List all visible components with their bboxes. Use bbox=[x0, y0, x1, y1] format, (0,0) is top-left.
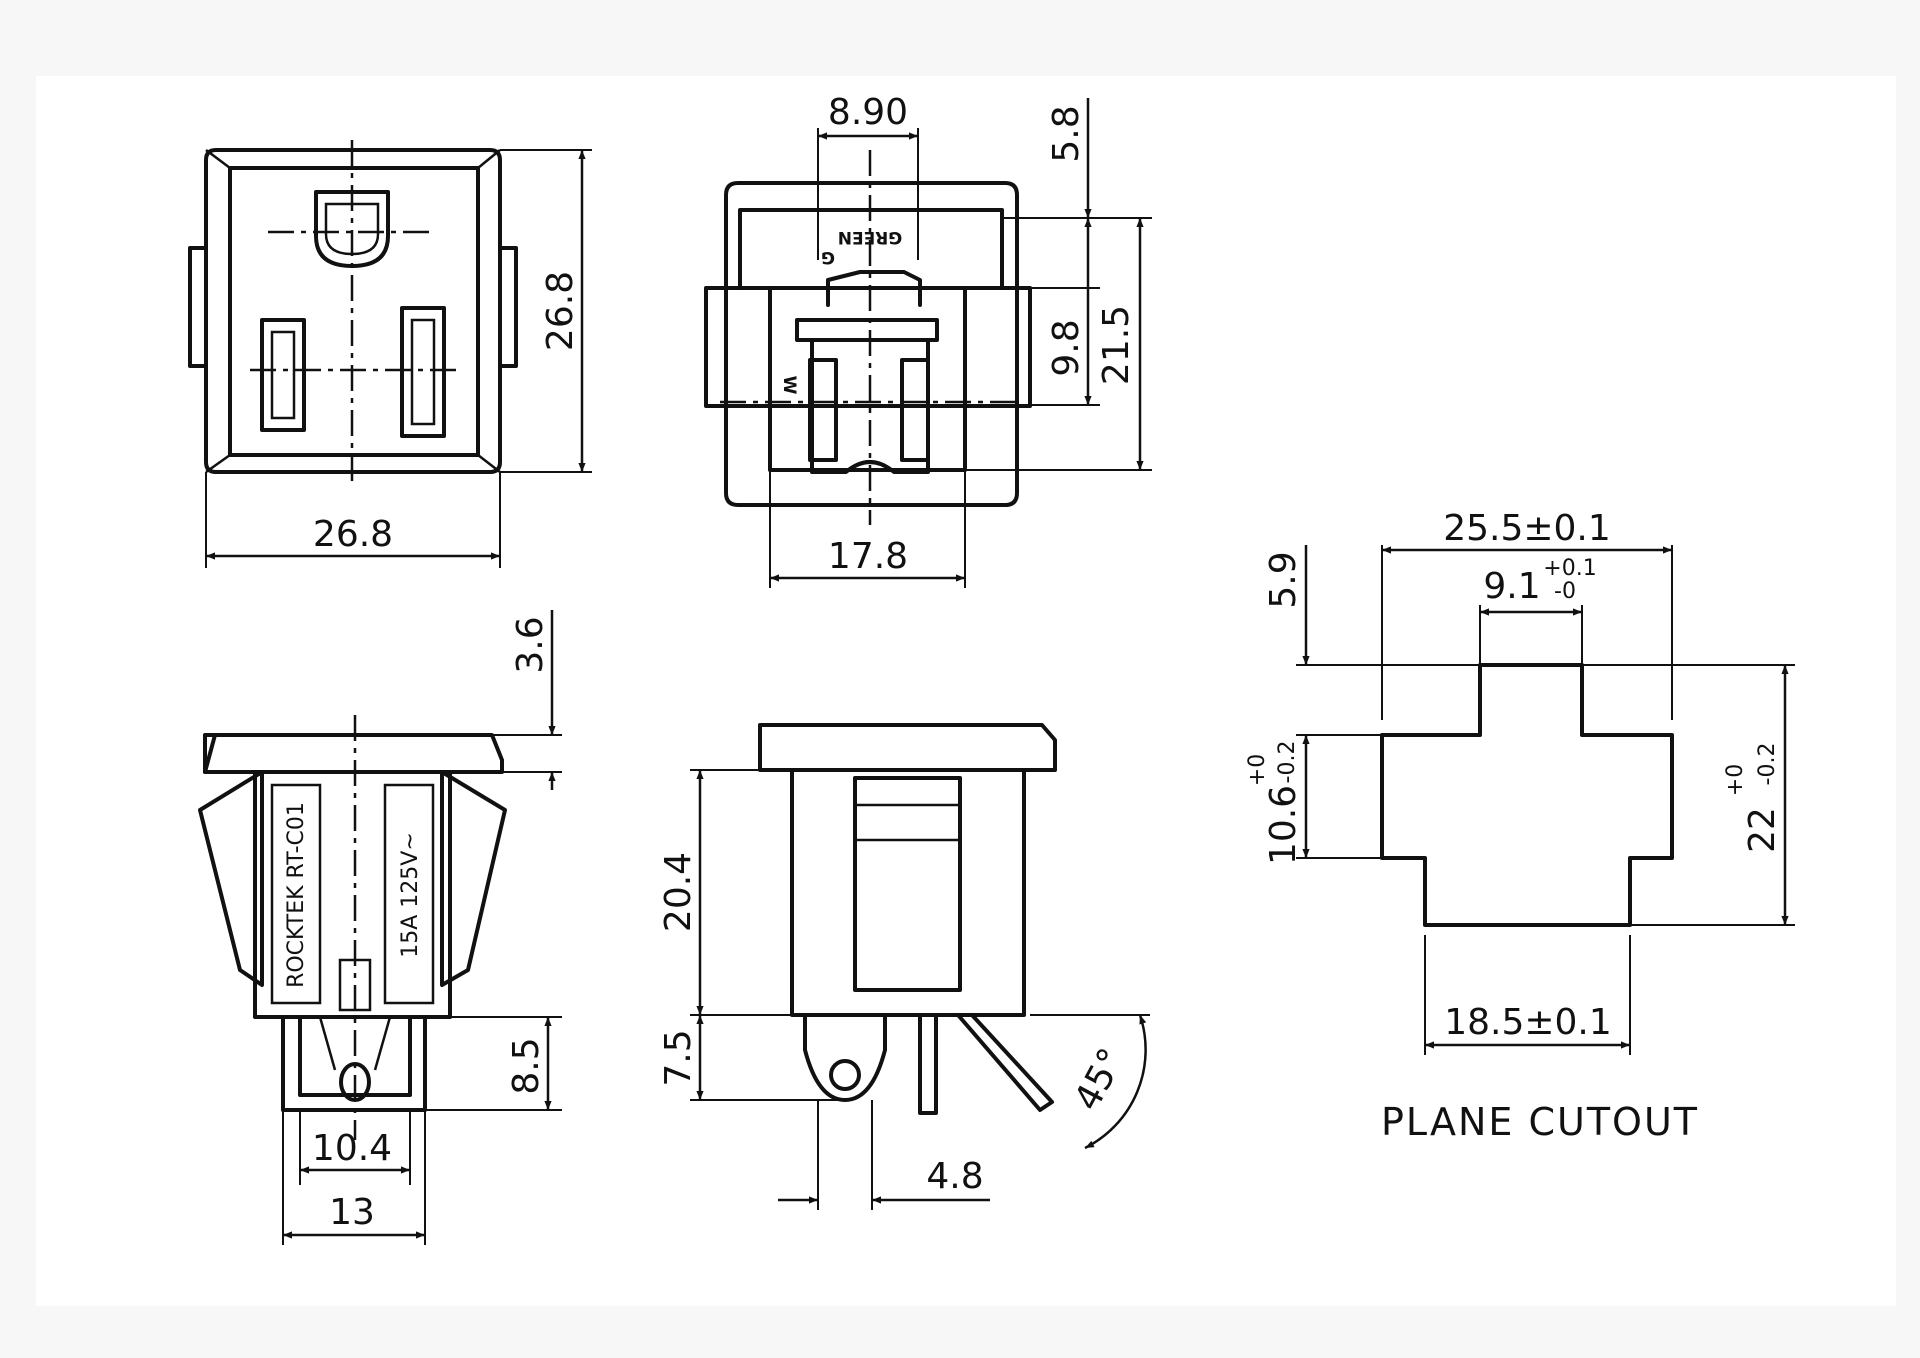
neutral-mark-w: W bbox=[779, 376, 799, 395]
cutout-width-label: 25.5±0.1 bbox=[1443, 508, 1611, 549]
mid-tolerance-upper: +0 bbox=[1245, 754, 1270, 786]
notch-width-label: 9.1 bbox=[1483, 566, 1540, 607]
flange-label: 3.6 bbox=[510, 616, 551, 673]
notch-tolerance-upper: +0.1 bbox=[1543, 556, 1596, 581]
front-width-label: 26.8 bbox=[313, 514, 393, 555]
ground-mark-green: GREEN bbox=[838, 227, 903, 247]
body-height-label: 20.4 bbox=[658, 852, 699, 932]
mid-height-cutout-label: 10.6 bbox=[1263, 785, 1304, 865]
front-height-label: 26.8 bbox=[540, 271, 581, 351]
notch-tolerance-lower: -0 bbox=[1554, 579, 1576, 604]
rear-view: G GREEN W 8.90 5.8 9.8 21.5 17.8 bbox=[704, 92, 1152, 588]
bottom-width-label: 17.8 bbox=[828, 536, 908, 577]
mid-tolerance-lower: -0.2 bbox=[1275, 741, 1300, 784]
height-tolerance-lower: -0.2 bbox=[1755, 743, 1780, 786]
top-step-label: 5.9 bbox=[1263, 551, 1304, 608]
side-view: ROCKTEK RT-C01 15A 125V~ 3.6 8.5 10.4 13 bbox=[198, 610, 562, 1245]
cutout-height-label: 22 bbox=[1742, 807, 1783, 853]
terminal-inner-label: 10.4 bbox=[312, 1128, 392, 1169]
top-offset-label: 5.8 bbox=[1046, 105, 1087, 162]
ground-spacing-label: 8.90 bbox=[828, 92, 908, 133]
terminal-length-label: 8.5 bbox=[506, 1037, 547, 1094]
cutout-title: PLANE CUTOUT bbox=[1381, 1100, 1699, 1144]
ground-mark-g: G bbox=[821, 247, 835, 267]
height-tolerance-upper: +0 bbox=[1723, 764, 1748, 796]
plane-cutout: 25.5±0.1 9.1 +0.1 -0 5.9 10.6 +0 -0.2 22… bbox=[1245, 508, 1795, 1144]
cutout-bottom-width-label: 18.5±0.1 bbox=[1444, 1002, 1612, 1043]
front-view: 26.8 26.8 bbox=[188, 140, 592, 568]
mid-height-label: 9.8 bbox=[1046, 319, 1087, 376]
terminal-height-label: 7.5 bbox=[658, 1029, 699, 1086]
side-label-brand: ROCKTEK RT-C01 bbox=[284, 802, 309, 988]
terminal-offset-label: 4.8 bbox=[926, 1156, 983, 1197]
overall-height-label: 21.5 bbox=[1096, 305, 1137, 385]
terminal-outer-label: 13 bbox=[329, 1192, 375, 1233]
side-label-rating: 15A 125V~ bbox=[398, 832, 423, 958]
